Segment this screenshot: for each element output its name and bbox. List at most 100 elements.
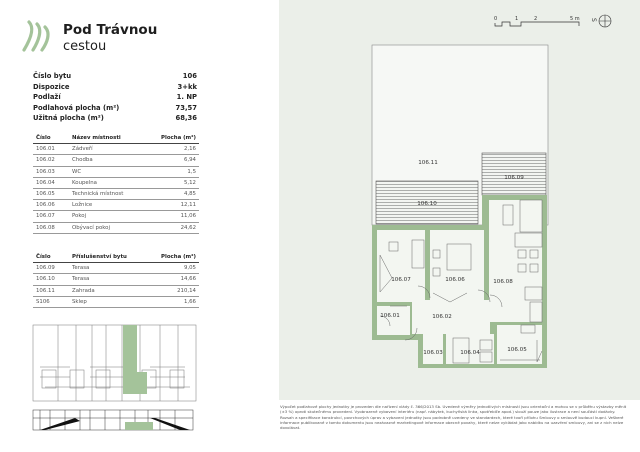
table-cell: Plocha (m²) xyxy=(161,254,196,260)
room-label-106-03: 106.03 xyxy=(423,350,443,356)
table-cell: Ložnice xyxy=(72,202,93,209)
brand-subtitle: cestou xyxy=(63,38,107,54)
table-cell: 106.05 xyxy=(36,190,55,197)
table-cell: 14,66 xyxy=(180,276,196,283)
table-row: S106 Sklep 1,66 xyxy=(33,297,199,308)
summary-value: 106 xyxy=(182,72,197,80)
table-cell: 210,14 xyxy=(177,287,196,294)
table-cell: 106.11 xyxy=(36,287,55,294)
rooms-table: Číslo Název místnosti Plocha (m²) 106.01 Zád… xyxy=(33,133,199,234)
summary-label: Dispozice xyxy=(33,82,70,91)
table-cell: 106.10 xyxy=(36,276,55,283)
summary-row: Dispozice 3+kk xyxy=(33,82,197,93)
table-cell: Plocha (m²) xyxy=(161,135,196,141)
scale-tick: 5 m xyxy=(570,16,580,22)
room-label-106-04: 106.04 xyxy=(460,350,480,356)
table-cell: Technická místnost xyxy=(72,190,124,197)
scale-tick: 2 xyxy=(534,16,537,22)
table-row: 106.02 Chodba 6,94 xyxy=(33,155,199,167)
room-label-106-08: 106.08 xyxy=(493,279,513,285)
accessories-table: Číslo Příslušenství bytu Plocha (m²) 106.09… xyxy=(33,252,199,308)
summary-value: 73,57 xyxy=(175,103,198,112)
site-plan xyxy=(32,324,197,431)
table-cell: 6,94 xyxy=(183,157,196,164)
summary-label: Užitná plocha (m²) xyxy=(33,114,104,122)
table-row: 106.07 Pokoj 11,06 xyxy=(33,211,199,223)
table-cell: Koupelna xyxy=(72,179,97,186)
table-cell: 1,66 xyxy=(183,298,196,305)
room-label-106-05: 106.05 xyxy=(507,347,527,353)
table-cell: 106.02 xyxy=(36,157,55,164)
table-cell: 4,85 xyxy=(183,190,196,197)
table-row: 106.09 Terasa 9,05 xyxy=(33,263,199,275)
room-label-106-01: 106.01 xyxy=(380,313,400,319)
table-cell: 11,06 xyxy=(180,213,196,220)
table-header: Číslo Název místnosti Plocha (m²) xyxy=(33,133,199,145)
scale-tick: 1 xyxy=(515,16,518,22)
room-label-106-02: 106.02 xyxy=(432,314,452,320)
table-cell: WC xyxy=(72,168,82,175)
table-cell: Terasa xyxy=(72,265,90,272)
table-row: 106.04 Koupelna 5,12 xyxy=(33,178,199,189)
scale-tick: 0 xyxy=(494,16,497,22)
table-cell: S106 xyxy=(36,298,50,305)
summary-row: Podlaží 1. NP xyxy=(33,92,197,103)
table-cell: 5,12 xyxy=(183,179,196,186)
table-cell: Pokoj xyxy=(72,213,87,220)
table-row: 106.01 Zádveří 2,16 xyxy=(33,144,199,156)
table-cell: 106.03 xyxy=(36,168,55,175)
logo-mark-icon xyxy=(22,20,50,52)
summary-label: Podlahová plocha (m²) xyxy=(33,103,120,112)
highlighted-unit xyxy=(123,325,147,394)
room-label-106-11: 106.11 xyxy=(418,160,438,166)
summary-value: 68,36 xyxy=(175,114,198,122)
table-cell: 1,5 xyxy=(187,168,196,175)
room-label-106-06: 106.06 xyxy=(445,277,465,283)
room-label-106-10: 106.10 xyxy=(417,201,437,207)
table-cell: 24,62 xyxy=(180,224,196,231)
summary-value: 3+kk xyxy=(177,82,197,91)
brand-logo: Pod Trávnou cestou xyxy=(63,22,158,54)
disclaimer-text: Výpočet podlahové plochy jednotky je pro… xyxy=(280,404,627,431)
table-cell: Číslo xyxy=(36,135,51,141)
terrace-106-09 xyxy=(481,152,547,196)
table-row: 106.03 WC 1,5 xyxy=(33,167,199,178)
room-label-106-07: 106.07 xyxy=(391,277,411,283)
table-cell: 106.08 xyxy=(36,224,55,231)
table-cell: Obývací pokoj xyxy=(72,224,110,231)
summary-value: 1. NP xyxy=(176,93,197,101)
compass-icon xyxy=(598,14,612,28)
table-cell: 106.09 xyxy=(36,265,55,272)
table-cell: 2,16 xyxy=(183,146,196,153)
table-cell: 12,11 xyxy=(180,202,196,209)
scale-bar: 0 1 2 5 m S xyxy=(494,14,612,28)
table-row: 106.05 Technická místnost 4,85 xyxy=(33,189,199,201)
table-row: 106.08 Obývací pokoj 24,62 xyxy=(33,223,199,234)
room-label-106-09: 106.09 xyxy=(504,175,524,181)
brand-title: Pod Trávnou xyxy=(63,22,158,38)
table-cell: 106.01 xyxy=(36,146,55,153)
table-cell: Příslušenství bytu xyxy=(72,254,127,260)
table-cell: Chodba xyxy=(72,157,93,164)
table-cell: Číslo xyxy=(36,254,51,260)
floor-plan: 106.11 106.10 106.09 106.07 106.06 106.0… xyxy=(371,44,549,368)
summary-row: Číslo bytu 106 xyxy=(33,71,197,82)
summary-row: Užitná plocha (m²) 68,36 xyxy=(33,113,197,124)
summary-label: Číslo bytu xyxy=(33,72,72,80)
summary-label: Podlaží xyxy=(33,93,61,101)
table-cell: Terasa xyxy=(72,276,90,283)
table-cell: Zádveří xyxy=(72,146,93,153)
table-cell: 9,05 xyxy=(183,265,196,272)
table-row: 106.11 Zahrada 210,14 xyxy=(33,286,199,297)
table-row: 106.10 Terasa 14,66 xyxy=(33,274,199,286)
north-label: S xyxy=(590,18,597,22)
table-cell: 106.04 xyxy=(36,179,55,186)
table-cell: 106.06 xyxy=(36,202,55,209)
table-cell: Zahrada xyxy=(72,287,95,294)
table-header: Číslo Příslušenství bytu Plocha (m²) xyxy=(33,252,199,264)
table-cell: Název místnosti xyxy=(72,135,121,141)
table-cell: Sklep xyxy=(72,298,87,305)
summary-row: Podlahová plocha (m²) 73,57 xyxy=(33,103,197,114)
table-cell: 106.07 xyxy=(36,213,55,220)
table-row: 106.06 Ložnice 12,11 xyxy=(33,200,199,212)
